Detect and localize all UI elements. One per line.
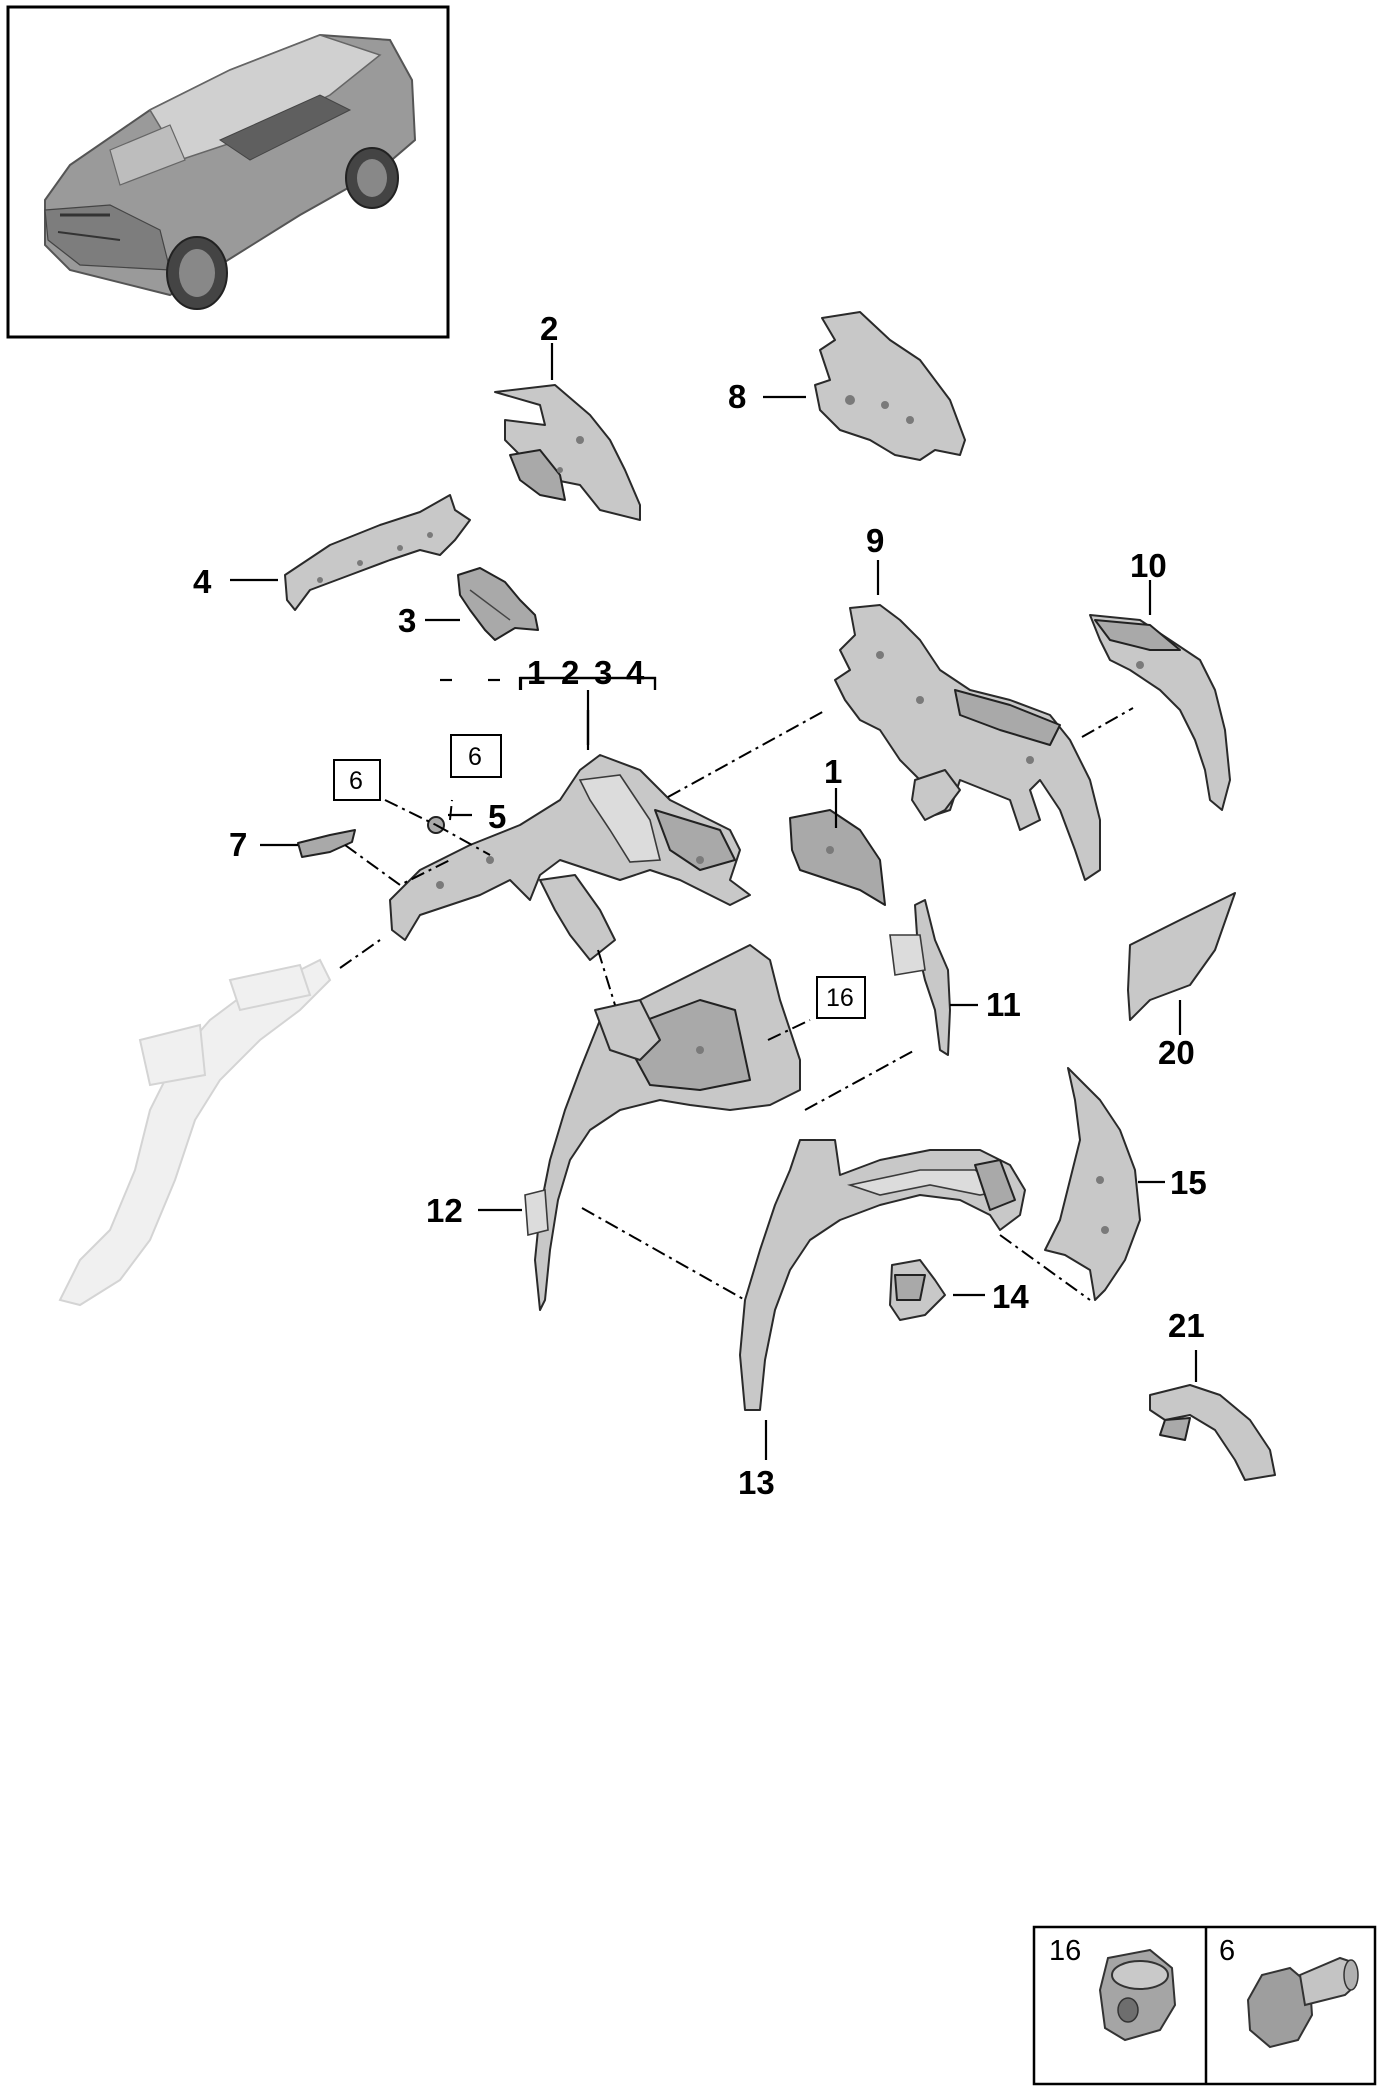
part-4: [284, 494, 471, 611]
ref-label-6a: 6: [349, 767, 363, 795]
part-1-panel: [789, 809, 886, 906]
callout-8: 8: [728, 378, 746, 415]
callout-10: 10: [1130, 547, 1167, 584]
part-9: [834, 604, 1101, 881]
bolt-icon: [1246, 1956, 1359, 2049]
part-12: [524, 944, 801, 1311]
part-13: [739, 1139, 1026, 1411]
callout-15: 15: [1170, 1164, 1207, 1201]
ref-box-16: [816, 976, 866, 1019]
bracket-item-1: 1: [527, 654, 545, 691]
callout-3: 3: [398, 602, 416, 639]
part-21: [1149, 1384, 1276, 1481]
legend-frame: [1032, 1925, 1377, 2086]
part-14: [889, 1259, 946, 1321]
callout-9: 9: [866, 522, 884, 559]
part-15: [1044, 1067, 1141, 1301]
ref-box-6a: [333, 759, 381, 801]
vehicle-thumbnail: [6, 5, 450, 339]
group-bracket: 1 2 3 4: [519, 654, 657, 745]
leader-lines: [230, 343, 1198, 1460]
ref-label-6b: 6: [468, 743, 482, 771]
ref-label-16: 16: [826, 984, 854, 1012]
callout-13: 13: [738, 1464, 775, 1501]
callout-14: 14: [992, 1278, 1029, 1315]
callout-4: 4: [193, 563, 212, 600]
thumbnail-frame: [6, 5, 450, 339]
part-3: [457, 567, 539, 641]
part-10: [1089, 614, 1231, 811]
part-20: [1127, 892, 1236, 1021]
bracket-item-4: 4: [626, 654, 645, 691]
bracket-item-3: 3: [594, 654, 612, 691]
boxed-refs: 6 6 16: [333, 734, 866, 1019]
callouts: 2 8 4 3 9 10 1 5 7 11 20 12 15 14 21 13: [193, 310, 1207, 1501]
callout-12: 12: [426, 1192, 463, 1229]
pillar-assembly: [389, 754, 751, 961]
callout-11: 11: [986, 986, 1021, 1023]
ref-box-6b: [450, 734, 502, 778]
callout-7: 7: [229, 826, 247, 863]
suv-illustration: [44, 33, 417, 310]
alignment-lines: [339, 707, 1134, 1301]
fastener-legend: 16 6: [1032, 1925, 1377, 2086]
legend-label-6: 6: [1219, 1935, 1235, 1967]
part-2: [494, 384, 641, 521]
nut-icon: [1098, 1948, 1177, 2042]
callout-2: 2: [540, 310, 558, 347]
callout-20: 20: [1158, 1034, 1195, 1071]
bracket-item-2: 2: [561, 654, 579, 691]
callout-21: 21: [1168, 1307, 1205, 1344]
part-11: [889, 899, 951, 1056]
legend-label-16: 16: [1049, 1935, 1081, 1967]
callout-5: 5: [488, 798, 506, 835]
part-7: [297, 829, 356, 858]
ghost-structure: [58, 958, 332, 1307]
callout-1: 1: [824, 753, 842, 790]
part-8: [814, 311, 966, 461]
